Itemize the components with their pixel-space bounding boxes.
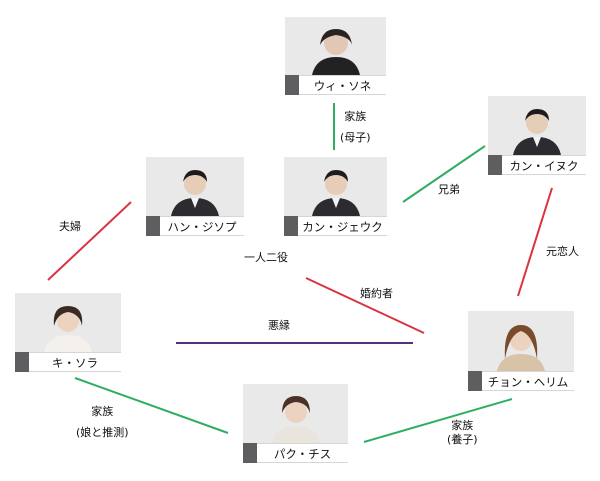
name-tag-marker bbox=[285, 75, 299, 95]
edge-one-person-two-roles bbox=[305, 277, 425, 334]
edge-kang-inuk-jeong-helim bbox=[517, 187, 553, 297]
person-card-kang-jaewook: カン・ジェウク bbox=[284, 157, 387, 236]
portrait-photo bbox=[243, 384, 348, 443]
label-bad-relation: 悪縁 bbox=[268, 319, 290, 332]
person-name: チョン・ヘリム bbox=[482, 371, 574, 391]
person-name: パク・チス bbox=[257, 443, 348, 463]
portrait-photo bbox=[468, 311, 574, 371]
portrait-photo bbox=[284, 157, 387, 216]
edge-park-chisu-jeong-helim bbox=[363, 398, 513, 443]
person-name: ハン・ジソプ bbox=[160, 216, 244, 236]
name-tag-marker bbox=[243, 443, 257, 463]
person-name: カン・イヌク bbox=[502, 155, 586, 175]
person-card-jeong-helim: チョン・ヘリム bbox=[468, 311, 574, 391]
label-brothers: 兄弟 bbox=[438, 183, 460, 196]
person-card-park-chisu: パク・チス bbox=[243, 384, 348, 463]
edge-han-jisub-ki-sora bbox=[47, 201, 132, 281]
person-name: ウィ・ソネ bbox=[299, 75, 386, 95]
label-family-daughter-guess: 家族 (娘と推測) bbox=[76, 404, 129, 441]
portrait-photo bbox=[146, 157, 244, 216]
person-name: カン・ジェウク bbox=[298, 216, 387, 236]
portrait-photo bbox=[15, 293, 121, 352]
label-ex-lover: 元恋人 bbox=[546, 245, 579, 258]
label-couple: 夫婦 bbox=[59, 220, 81, 233]
person-card-kang-inuk: カン・イヌク bbox=[488, 96, 586, 175]
name-tag-marker bbox=[488, 155, 502, 175]
portrait-photo bbox=[488, 96, 586, 155]
edge-ki-sora-park-chisu bbox=[74, 377, 229, 434]
name-tag-marker bbox=[468, 371, 482, 391]
edge-kang-jaewook-kang-inuk bbox=[402, 145, 486, 203]
name-tag-marker bbox=[15, 352, 29, 372]
person-card-han-jisub: ハン・ジソプ bbox=[146, 157, 244, 236]
label-fiance: 婚約者 bbox=[360, 287, 393, 300]
person-name: キ・ソラ bbox=[29, 352, 121, 372]
person-card-wi-sone: ウィ・ソネ bbox=[285, 17, 386, 95]
label-one-person-two-roles: 一人二役 bbox=[244, 251, 288, 264]
label-line-1: 家族 bbox=[451, 419, 474, 432]
label-line-2: (母子) bbox=[340, 131, 371, 144]
label-line-2: (養子) bbox=[447, 433, 478, 446]
label-line-1: 家族 bbox=[91, 405, 114, 418]
name-tag-marker bbox=[146, 216, 160, 236]
label-line-1: 家族 bbox=[344, 110, 367, 123]
label-mother-child: 家族 (母子) bbox=[340, 109, 371, 146]
person-card-ki-sora: キ・ソラ bbox=[15, 293, 121, 372]
label-family-adopted: 家族 (養子) bbox=[447, 419, 478, 447]
portrait-photo bbox=[285, 17, 386, 75]
name-tag-marker bbox=[284, 216, 298, 236]
label-line-2: (娘と推測) bbox=[76, 426, 129, 439]
